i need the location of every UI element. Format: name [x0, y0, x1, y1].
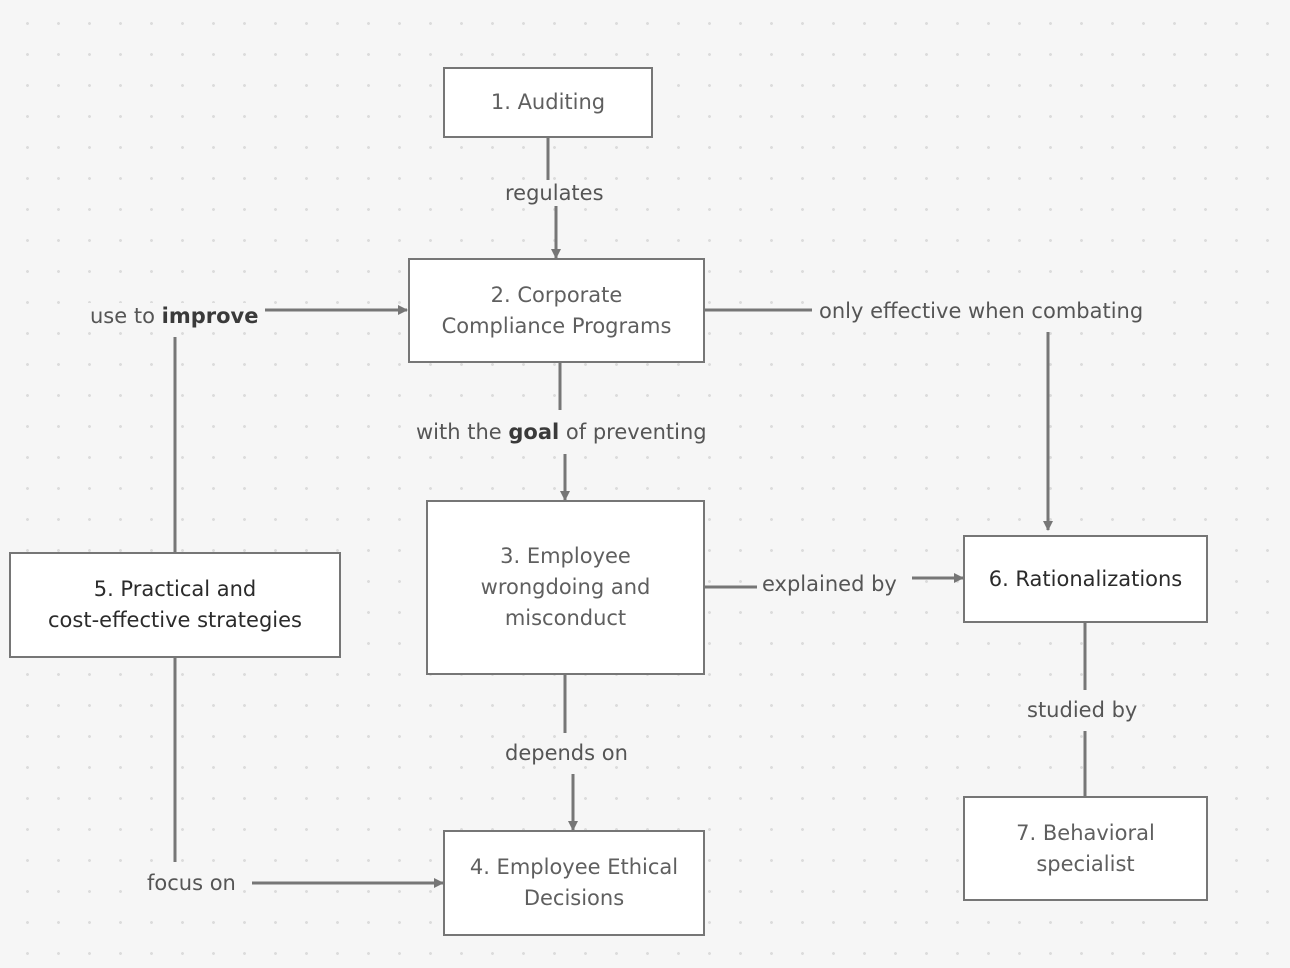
label-focus-on: focus on — [143, 870, 240, 896]
label-use-to-improve: use to improve — [86, 303, 263, 329]
label-with-the-goal-of-preventing: with the goal of preventing — [412, 419, 711, 445]
edge-wrongdoing-to-rationalizations[interactable] — [704, 578, 963, 589]
label-depends-on: depends on — [501, 740, 632, 766]
label-of-preventing-text: of preventing — [565, 420, 707, 444]
label-goal-emphasis: goal — [508, 420, 560, 444]
label-studied-by: studied by — [1023, 697, 1142, 723]
label-only-effective-when-combating: only effective when combating — [815, 298, 1148, 324]
node-employee-wrongdoing[interactable]: 3. Employee wrongdoing and misconduct — [426, 500, 705, 675]
node-behavioral-specialist[interactable]: 7. Behavioral specialist — [963, 796, 1208, 901]
node-practical-strategies[interactable]: 5. Practical and cost-effective strategi… — [9, 552, 341, 658]
edge-strategies-to-compliance[interactable] — [173, 310, 407, 553]
edge-compliance-to-wrongdoing[interactable] — [560, 362, 565, 500]
edge-auditing-to-compliance[interactable] — [548, 137, 556, 258]
label-regulates: regulates — [501, 180, 608, 206]
label-with-the-text: with the — [416, 420, 502, 444]
edge-wrongdoing-to-decisions[interactable] — [565, 674, 573, 830]
node-employee-ethical-decisions[interactable]: 4. Employee Ethical Decisions — [443, 830, 705, 936]
label-use-to-text: use to — [90, 304, 155, 328]
edge-strategies-to-decisions[interactable] — [173, 657, 443, 883]
edge-compliance-to-rationalizations[interactable] — [704, 308, 1048, 530]
node-rationalizations[interactable]: 6. Rationalizations — [963, 535, 1208, 623]
node-auditing[interactable]: 1. Auditing — [443, 67, 653, 138]
label-explained-by: explained by — [758, 571, 901, 597]
node-corporate-compliance-programs[interactable]: 2. Corporate Compliance Programs — [408, 258, 705, 363]
label-improve-emphasis: improve — [161, 304, 259, 328]
